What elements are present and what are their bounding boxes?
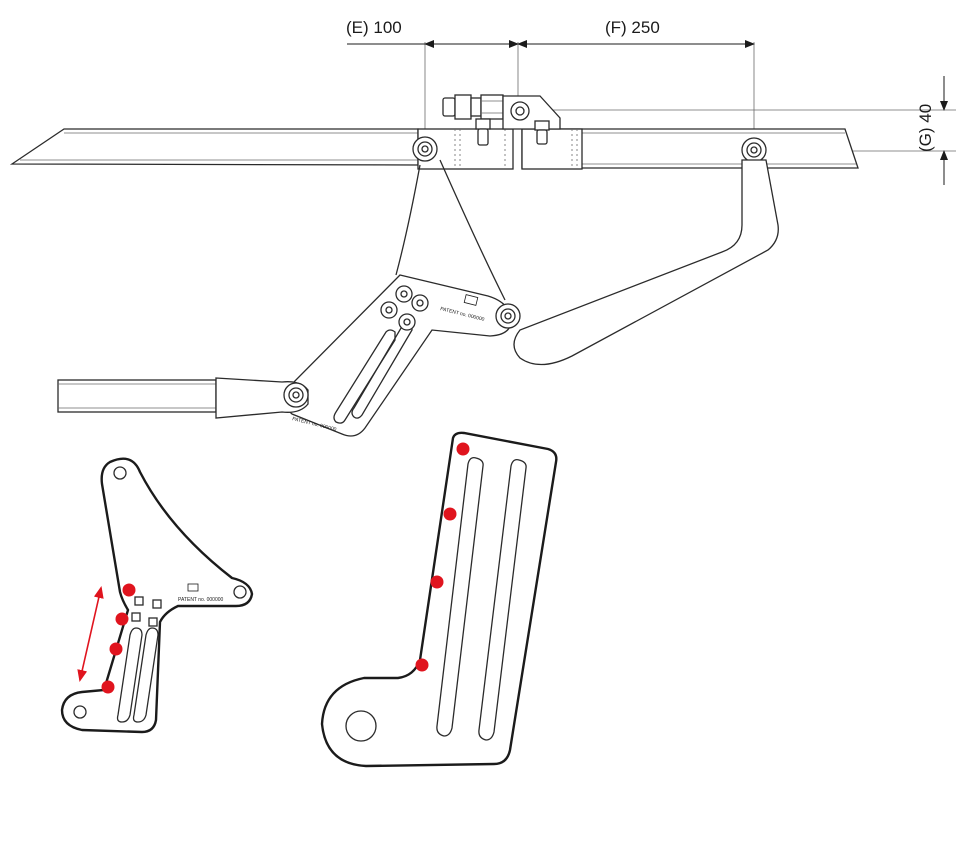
red-dot-marker-icon xyxy=(430,575,444,589)
dimension-g-label: (G) 40 xyxy=(916,104,935,152)
small-bracket-logo-icon xyxy=(187,583,199,592)
small-bracket: PATENT no. 000000 xyxy=(60,457,254,734)
logo-stamp-icon xyxy=(463,294,479,306)
red-dot-marker-icon xyxy=(456,442,470,456)
pivot-upper-right xyxy=(741,137,767,163)
small-bracket-markers xyxy=(101,583,136,694)
dimension-f-label: (F) 250 xyxy=(605,18,660,37)
lower-tube xyxy=(57,377,309,419)
pivot-lower xyxy=(283,382,309,408)
dimension-f: (F) 250 xyxy=(517,18,755,140)
long-bent-arm xyxy=(513,159,779,366)
red-dot-marker-icon xyxy=(122,583,136,597)
horizontal-tube-left xyxy=(9,128,419,166)
dimension-e-label: (E) 100 xyxy=(346,18,402,37)
long-arm-markers xyxy=(415,442,470,672)
dimension-g: (G) 40 xyxy=(522,76,956,185)
red-dot-marker-icon xyxy=(115,612,129,626)
dimension-e: (E) 100 xyxy=(346,18,519,136)
double-headed-arrow-icon xyxy=(77,586,104,682)
pivot-upper-left xyxy=(412,136,438,162)
red-dot-marker-icon xyxy=(101,680,115,694)
small-bracket-stamp: PATENT no. 000000 xyxy=(178,597,224,603)
horizontal-tube-right xyxy=(521,128,859,169)
long-arm xyxy=(320,431,558,768)
clamp-block-right xyxy=(521,128,583,170)
pivot-middle xyxy=(495,303,521,329)
curved-link xyxy=(395,159,506,301)
plate-hole-cluster xyxy=(380,285,429,331)
adjuster-screw xyxy=(442,94,561,146)
red-dot-marker-icon xyxy=(109,642,123,656)
red-dot-marker-icon xyxy=(443,507,457,521)
red-dot-marker-icon xyxy=(415,658,429,672)
